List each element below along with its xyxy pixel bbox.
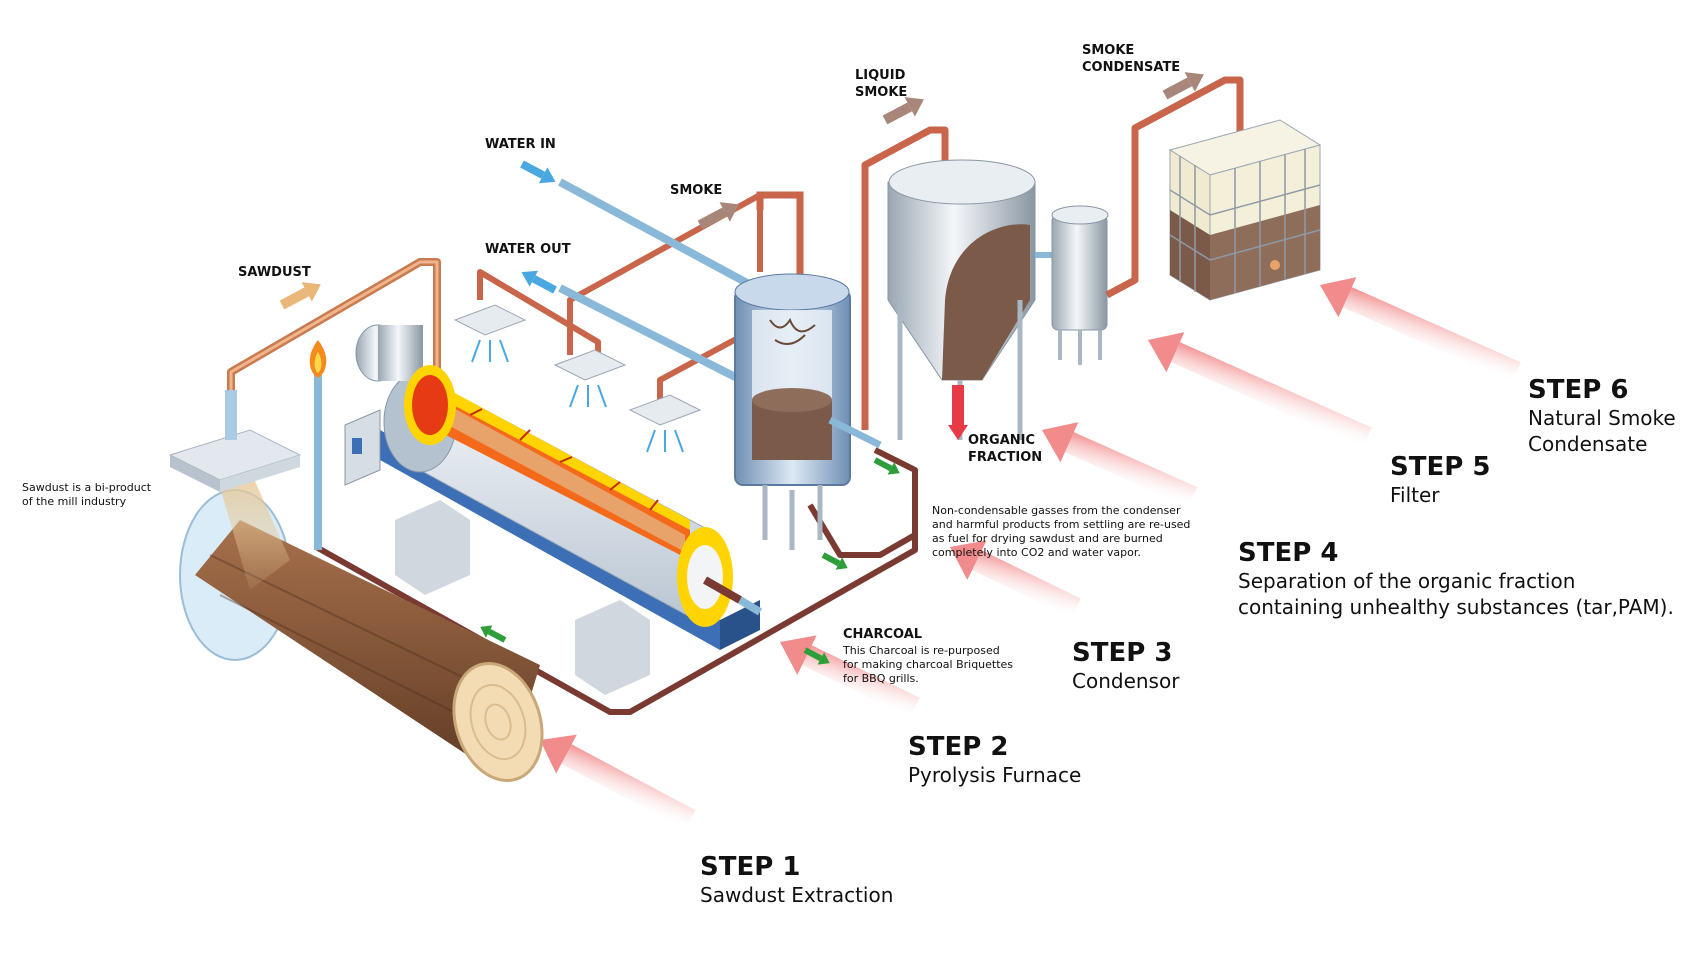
green-arrow-icon [803,647,830,665]
green-arrow-icon [873,457,900,475]
step-6: STEP 6 Natural Smoke Condensate [1528,375,1676,457]
water-pipes [558,178,762,386]
liquid-smoke-arrow-icon [882,97,924,125]
step-arrows [540,277,1521,830]
step-4: STEP 4 Separation of the organic fractio… [1238,538,1674,620]
step-3: STEP 3 Condensor [1072,638,1179,694]
sawdust-arrow-icon [279,282,321,310]
step-6-arrow-icon [1320,277,1521,383]
step-5-title: STEP 5 [1390,452,1491,482]
step-4-title: STEP 4 [1238,538,1339,568]
water-out-label: WATER OUT [485,242,571,257]
green-arrow-icon [480,625,507,643]
control-panel-icon [352,438,362,454]
control-box [344,409,381,486]
flow-arrows [279,72,1204,665]
charcoal-label: CHARCOAL [843,627,923,642]
valve-icon [1270,260,1280,270]
step-3-arrow-icon [950,540,1081,619]
liquid-smoke-label: LIQUID SMOKE [855,68,908,100]
step-4-arrow-icon [1042,422,1198,508]
organic-fraction-label: ORGANIC FRACTION [968,433,1043,465]
step-2-title: STEP 2 [908,732,1009,762]
condenser [734,273,882,550]
water-out-arrow-icon [521,270,557,294]
smoke-condensate-label: SMOKE CONDENSATE [1082,43,1181,75]
step-1-subtitle: Sawdust Extraction [700,883,894,907]
step-1-title: STEP 1 [700,852,801,882]
ibc-tote [1168,119,1322,301]
step-4-subtitle-line1: Separation of the organic fraction [1238,569,1576,593]
smoke-pipe [756,191,804,290]
filter-tank [1035,205,1109,365]
step-1-arrow-icon [540,734,696,830]
green-arrow-icon [821,552,848,570]
condensate-pipe [1105,76,1244,299]
step-4-subtitle-line2: containing unhealthy substances (tar,PAM… [1238,595,1674,619]
sawdust-pipe [227,258,441,390]
step-5: STEP 5 Filter [1390,452,1490,508]
sawdust-label: SAWDUST [238,265,311,280]
step-6-subtitle-line1: Natural Smoke [1528,406,1676,430]
water-in-label: WATER IN [485,137,556,152]
liquid-smoke-pipe [861,126,949,430]
step-3-title: STEP 3 [1072,638,1173,668]
pyrolysis-furnace [355,324,733,627]
condensate-arrow-icon [1162,72,1204,100]
sawdust-note: Sawdust is a bi-product of the mill indu… [22,481,152,508]
charcoal-note: This Charcoal is re-purposed for making … [843,644,1014,685]
step-5-arrow-icon [1148,332,1372,448]
step-1: STEP 1 Sawdust Extraction [700,852,893,908]
charcoal-pipe [703,576,763,616]
hoods [453,304,702,453]
step-3-subtitle: Condensor [1072,669,1180,693]
sawdust-hopper [168,390,302,590]
step-2: STEP 2 Pyrolysis Furnace [908,732,1081,788]
step-6-subtitle-line2: Condensate [1528,432,1648,456]
step-5-subtitle: Filter [1390,483,1440,507]
water-in-arrow-icon [520,160,556,184]
step-6-title: STEP 6 [1528,375,1629,405]
step-2-subtitle: Pyrolysis Furnace [908,763,1082,787]
gas-reuse-note: Non-condensable gasses from the condense… [932,504,1191,559]
smoke-label: SMOKE [670,183,723,198]
smoke-arrow-icon [697,202,739,230]
burner [309,340,327,550]
organic-fraction-outlet-icon [952,385,964,425]
settling-tank [887,159,1036,440]
